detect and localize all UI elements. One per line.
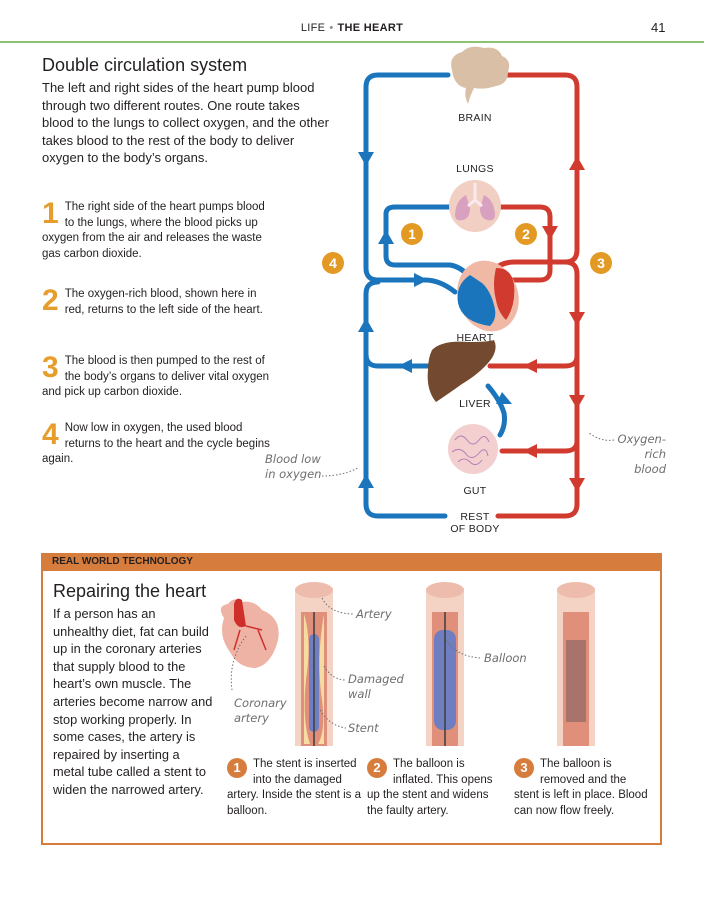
vessel-body-return (363, 279, 448, 519)
step-text: Now low in oxygen, the used blood return… (42, 422, 270, 465)
annotation-leader (323, 665, 347, 681)
vessel-gut-artery (499, 438, 580, 454)
annotation-blood-low: Blood low in oxygen (265, 452, 321, 482)
label-line: wall (348, 687, 371, 701)
caption-text: The stent is inserted into the damaged a… (227, 758, 362, 817)
gut-icon (448, 424, 498, 474)
label-rest-of-body: REST OF BODY (440, 511, 510, 535)
step-1: 1 The right side of the heart pumps bloo… (42, 197, 277, 262)
badge-1: 1 (401, 223, 423, 245)
brain-icon (451, 46, 510, 104)
arrow-down-icon (542, 226, 558, 240)
caption-3: 3 The balloon is removed and the stent i… (514, 757, 654, 819)
topic-name: THE HEART (337, 22, 404, 34)
step-2: 2 The oxygen-rich blood, shown here in r… (42, 284, 277, 318)
arrow-up-icon (358, 318, 374, 332)
label-damaged-wall: Damaged wall (348, 672, 404, 702)
arrow-left-icon (398, 359, 412, 373)
step-4: 4 Now low in oxygen, the used blood retu… (42, 418, 277, 468)
annotation-line: in oxygen (265, 467, 322, 481)
section-title: Double circulation system (42, 55, 248, 75)
label-heart: HEART (456, 332, 494, 344)
annotation-line: Oxygen- (617, 432, 666, 446)
arrow-up-icon (569, 156, 585, 170)
vessel-liver-return (363, 351, 448, 369)
arrow-up-icon (496, 392, 512, 404)
annotation-line: Blood low (265, 452, 321, 466)
label-line: artery (234, 711, 269, 725)
arrow-right-icon (414, 273, 428, 287)
step-number: 1 (42, 197, 59, 230)
step-3: 3 The blood is then pumped to the rest o… (42, 351, 277, 401)
badge-3: 3 (590, 252, 612, 274)
panel-body: If a person has an unhealthy diet, fat c… (53, 606, 213, 797)
vessel-aorta-body (495, 259, 580, 519)
badge-2: 2 (515, 223, 537, 245)
heart-icon (457, 260, 519, 332)
vessel-portal (485, 383, 507, 438)
caption-number: 2 (367, 758, 387, 778)
step-number: 3 (42, 351, 59, 384)
caption-text: The balloon is inflated. This opens up t… (367, 758, 493, 817)
step-text: The blood is then pumped to the rest of … (42, 355, 270, 398)
label-line: Damaged (348, 672, 404, 686)
annotation-line: rich blood (634, 447, 666, 476)
label-balloon: Balloon (484, 651, 527, 665)
coronary-heart-icon (220, 598, 279, 668)
vessel-aorta-brain (489, 72, 580, 275)
annotation-leader (445, 639, 481, 659)
lungs-icon (449, 180, 501, 232)
liver-icon (427, 340, 496, 402)
caption-number: 1 (227, 758, 247, 778)
caption-2: 2 The balloon is inflated. This opens up… (367, 757, 507, 819)
label-coronary-artery: Coronary artery (234, 696, 287, 726)
arrow-up-icon (358, 474, 374, 488)
caption-text: The balloon is removed and the stent is … (514, 758, 648, 817)
label-rest-line1: REST (460, 511, 490, 523)
arrow-down-icon (569, 395, 585, 409)
annotation-leader (230, 635, 247, 691)
section-name: LIFE (300, 22, 326, 34)
circulation-diagram (321, 46, 615, 519)
annotation-leader (587, 431, 615, 441)
page-number: 41 (651, 20, 666, 35)
label-stent: Stent (348, 721, 379, 735)
label-rest-line2: OF BODY (450, 523, 500, 535)
separator-dot: • (329, 22, 334, 34)
label-gut: GUT (463, 485, 487, 497)
step-text: The right side of the heart pumps blood … (42, 201, 265, 260)
artery-open-icon (557, 582, 595, 746)
arrow-up-icon (378, 230, 394, 244)
badge-4: 4 (322, 252, 344, 274)
arrow-left-icon (523, 359, 537, 373)
step-text: The oxygen-rich blood, shown here in red… (64, 288, 263, 316)
header-rule (0, 41, 704, 43)
vessel-hepatic-artery (487, 353, 580, 369)
caption-number: 3 (514, 758, 534, 778)
label-lungs: LUNGS (456, 163, 494, 175)
arrow-left-icon (523, 444, 537, 458)
arrow-down-icon (569, 478, 585, 492)
tech-panel-header: REAL WORLD TECHNOLOGY (41, 553, 662, 571)
artery-balloon-icon (426, 582, 464, 746)
label-liver: LIVER (459, 398, 491, 410)
label-artery: Artery (356, 607, 392, 621)
arrow-down-icon (358, 152, 374, 166)
vessel-pulmonary-vein (481, 204, 553, 283)
label-line: Coronary (234, 696, 287, 710)
panel-label: REAL WORLD TECHNOLOGY (52, 556, 193, 567)
intro-paragraph: The left and right sides of the heart pu… (42, 80, 329, 165)
label-brain: BRAIN (458, 112, 492, 124)
panel-title: Repairing the heart (53, 581, 207, 601)
caption-1: 1 The stent is inserted into the damaged… (227, 757, 367, 819)
running-header: LIFE•THE HEART (0, 22, 704, 34)
stent-illustrations (220, 582, 595, 746)
step-number: 4 (42, 418, 59, 451)
annotation-oxygen-rich: Oxygen- rich blood (610, 432, 666, 477)
vessel-brain-return (363, 72, 458, 295)
arrow-down-icon (569, 312, 585, 326)
step-number: 2 (42, 284, 59, 317)
artery-stent-icon (295, 582, 333, 746)
